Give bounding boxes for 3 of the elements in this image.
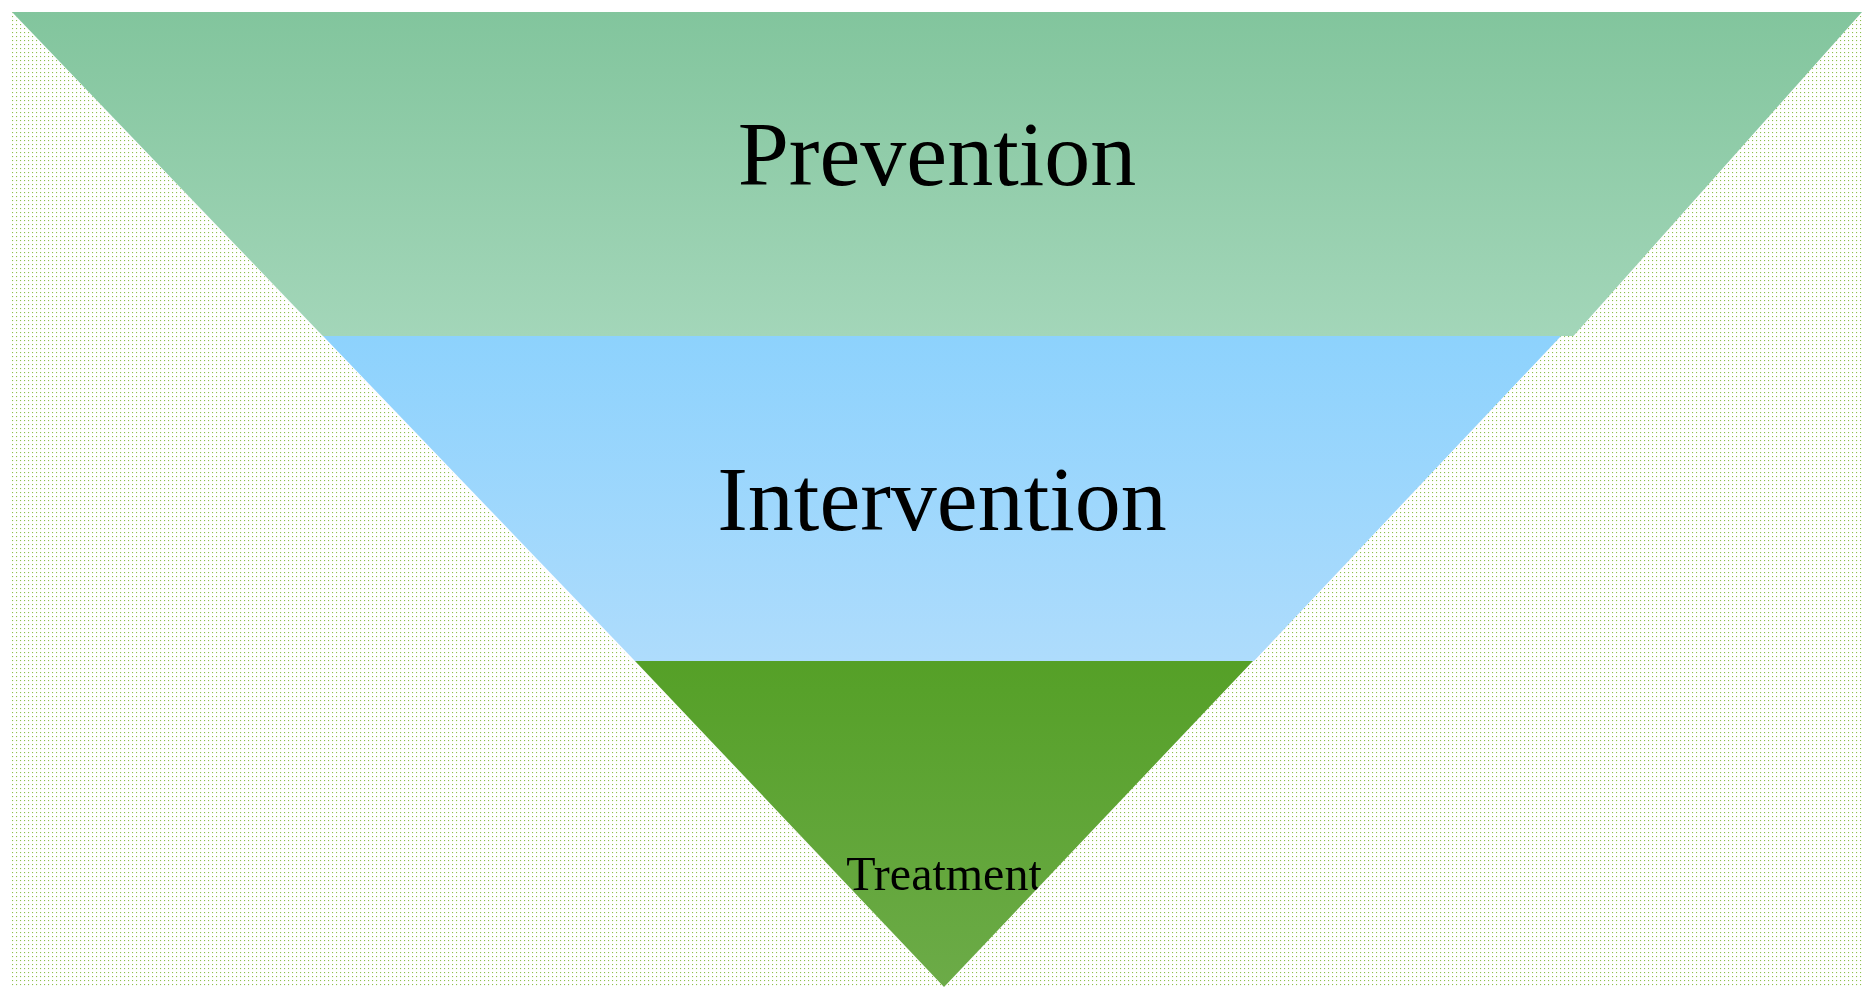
band-label: Treatment xyxy=(846,850,1042,898)
band-label: Intervention xyxy=(717,452,1167,545)
band-label: Prevention xyxy=(737,108,1137,200)
